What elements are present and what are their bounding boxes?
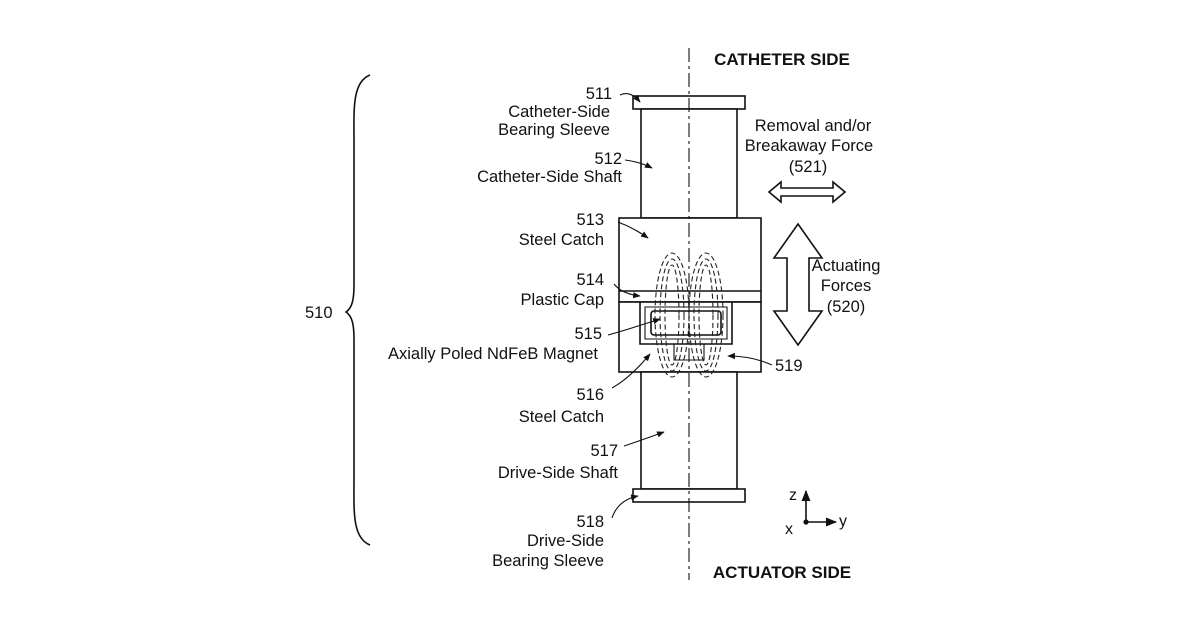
label-513-line1: Steel Catch <box>519 231 604 249</box>
x-axis-label: x <box>785 521 793 538</box>
actuator-side-heading: ACTUATOR SIDE <box>713 563 851 582</box>
label-513-ref: 513 <box>576 211 604 229</box>
actuating-force-arrow <box>774 224 822 345</box>
actuating-force-line1: Actuating <box>812 257 881 275</box>
label-514-line1: Plastic Cap <box>521 291 604 309</box>
x-axis-origin <box>803 519 808 524</box>
label-514-ref: 514 <box>576 271 604 289</box>
removal-force-line2: Breakaway Force <box>745 137 873 155</box>
coordinate-axes: z x y <box>785 487 847 538</box>
removal-force-line1: Removal and/or <box>755 117 872 135</box>
label-517-line1: Drive-Side Shaft <box>498 464 619 482</box>
label-511-ref: 511 <box>586 85 612 103</box>
label-515-ref: 515 <box>574 325 602 343</box>
actuating-force: Actuating Forces (520) <box>774 224 880 345</box>
label-512-ref: 512 <box>594 150 622 168</box>
removal-force: Removal and/or Breakaway Force (521) <box>745 117 873 202</box>
z-axis-label: z <box>789 487 797 504</box>
label-517-ref: 517 <box>590 442 618 460</box>
catheter-side-heading: CATHETER SIDE <box>714 50 850 69</box>
label-518-line2: Bearing Sleeve <box>492 552 604 570</box>
label-515-line1: Axially Poled NdFeB Magnet <box>388 345 598 363</box>
label-512-line1: Catheter-Side Shaft <box>477 168 622 186</box>
steel-catch-upper <box>619 218 761 302</box>
label-518-ref: 518 <box>576 513 604 531</box>
assembly-ref-510: 510 <box>305 304 333 322</box>
label-516-ref: 516 <box>576 386 604 404</box>
actuating-force-line2: Forces <box>821 277 871 295</box>
label-518-line1: Drive-Side <box>527 532 604 550</box>
actuating-force-ref: (520) <box>827 298 866 316</box>
label-511-line1: Catheter-Side <box>508 103 610 121</box>
removal-force-ref: (521) <box>789 158 828 176</box>
label-516-line1: Steel Catch <box>519 408 604 426</box>
label-519-ref: 519 <box>775 357 803 375</box>
y-axis-label: y <box>839 513 847 530</box>
removal-force-arrow <box>769 182 845 202</box>
label-511-line2: Bearing Sleeve <box>498 121 610 139</box>
assembly-brace <box>346 75 370 545</box>
